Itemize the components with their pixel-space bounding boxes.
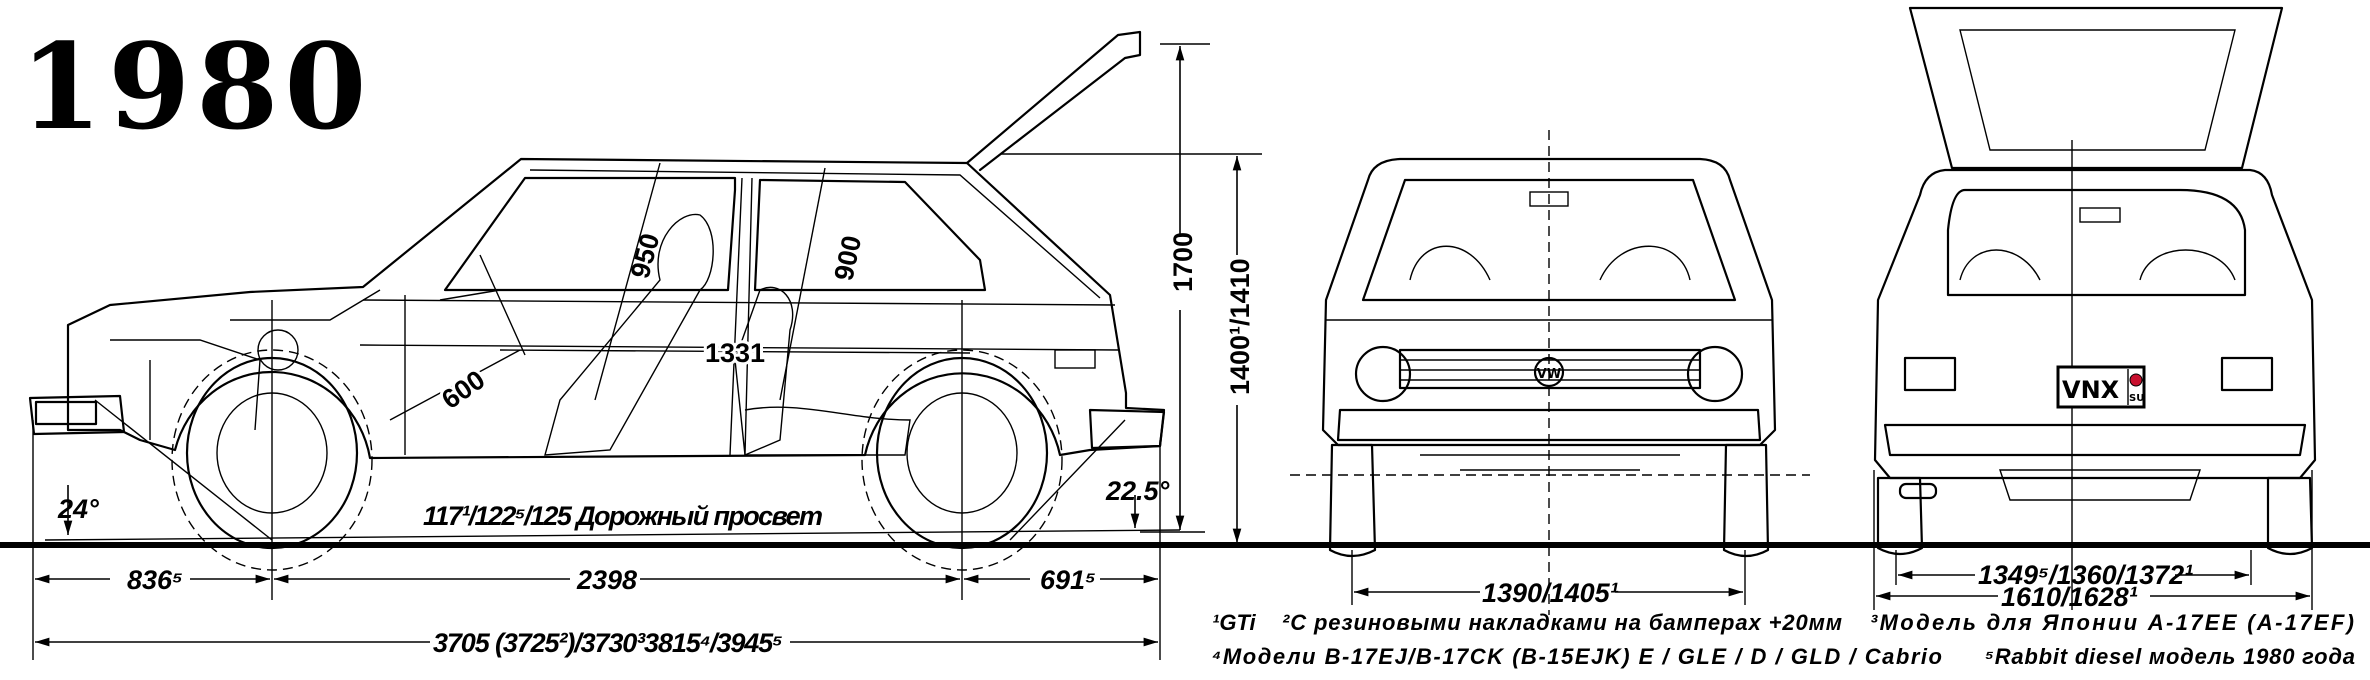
rear-headroom-label: 900 — [829, 233, 868, 283]
front-track-dimension — [1351, 550, 1746, 605]
overall-length-label: 3705 (3725²)/3730³3815⁴/3945⁵ — [433, 628, 783, 658]
height-hatch-open-label: 1700 — [1168, 232, 1198, 292]
height-label: 1400¹/1410 — [1225, 258, 1255, 395]
year-title: 1980 — [20, 17, 372, 156]
exhaust-pipe — [1898, 482, 1938, 500]
wheelbase-label: 2398 — [576, 565, 637, 595]
footnote-2: ²С резиновыми накладками на бамперах +20… — [1282, 610, 1842, 635]
rear-overhang-label: 691⁵ — [1040, 565, 1096, 595]
right-headlight — [1686, 345, 1744, 403]
footnote-3: ³Модель для Японии A-17EE (A-17EF) — [1870, 610, 2354, 635]
approach-angle-line — [94, 399, 273, 541]
open-hatch — [1908, 6, 2284, 170]
interior-length-label: 1331 — [705, 338, 765, 368]
rear-view-car: VNX SU — [1873, 6, 2317, 610]
footnote-5: ⁵Rabbit diesel модель 1980 года — [1985, 644, 2355, 669]
length-dimensions — [32, 300, 1161, 660]
front-legroom-label: 600 — [436, 364, 490, 414]
rear-dimensions — [1873, 470, 2313, 610]
departure-angle-line — [1009, 419, 1126, 541]
svg-text:SU: SU — [2129, 393, 2144, 404]
side-view-car — [28, 30, 1166, 460]
front-view-car: VW — [1290, 130, 1810, 615]
width-label: 1610/1628¹ — [2001, 582, 2138, 612]
footnote-1: ¹GTi — [1212, 610, 1256, 635]
svg-text:VW: VW — [1537, 367, 1561, 382]
height-dimensions — [1000, 43, 1262, 543]
front-track-label: 1390/1405¹ — [1482, 578, 1619, 608]
approach-angle-label: 24° — [57, 494, 99, 524]
region-emblem-icon — [2129, 373, 2143, 387]
footnote-4: ⁴Модели B-17EJ/B-17CK (B-15EJK) E / GLE … — [1212, 644, 1942, 669]
left-headlight — [1354, 345, 1412, 403]
left-taillight — [1903, 356, 1957, 392]
departure-angle-label: 22.5° — [1105, 476, 1170, 506]
license-plate: VNX SU — [2056, 365, 2146, 409]
front-overhang-label: 836⁵ — [127, 565, 183, 595]
vw-logo-icon — [1533, 356, 1565, 388]
footnotes: ¹GTi ²С резиновыми накладками на бампера… — [1212, 610, 2355, 669]
rear-track-label: 1349⁵/1360/1372¹ — [1978, 560, 2193, 590]
svg-text:VNX: VNX — [2062, 376, 2120, 404]
right-taillight — [2220, 356, 2274, 392]
ground-clearance-label: 117¹/122⁵/125 Дорожный просвет — [423, 501, 823, 531]
